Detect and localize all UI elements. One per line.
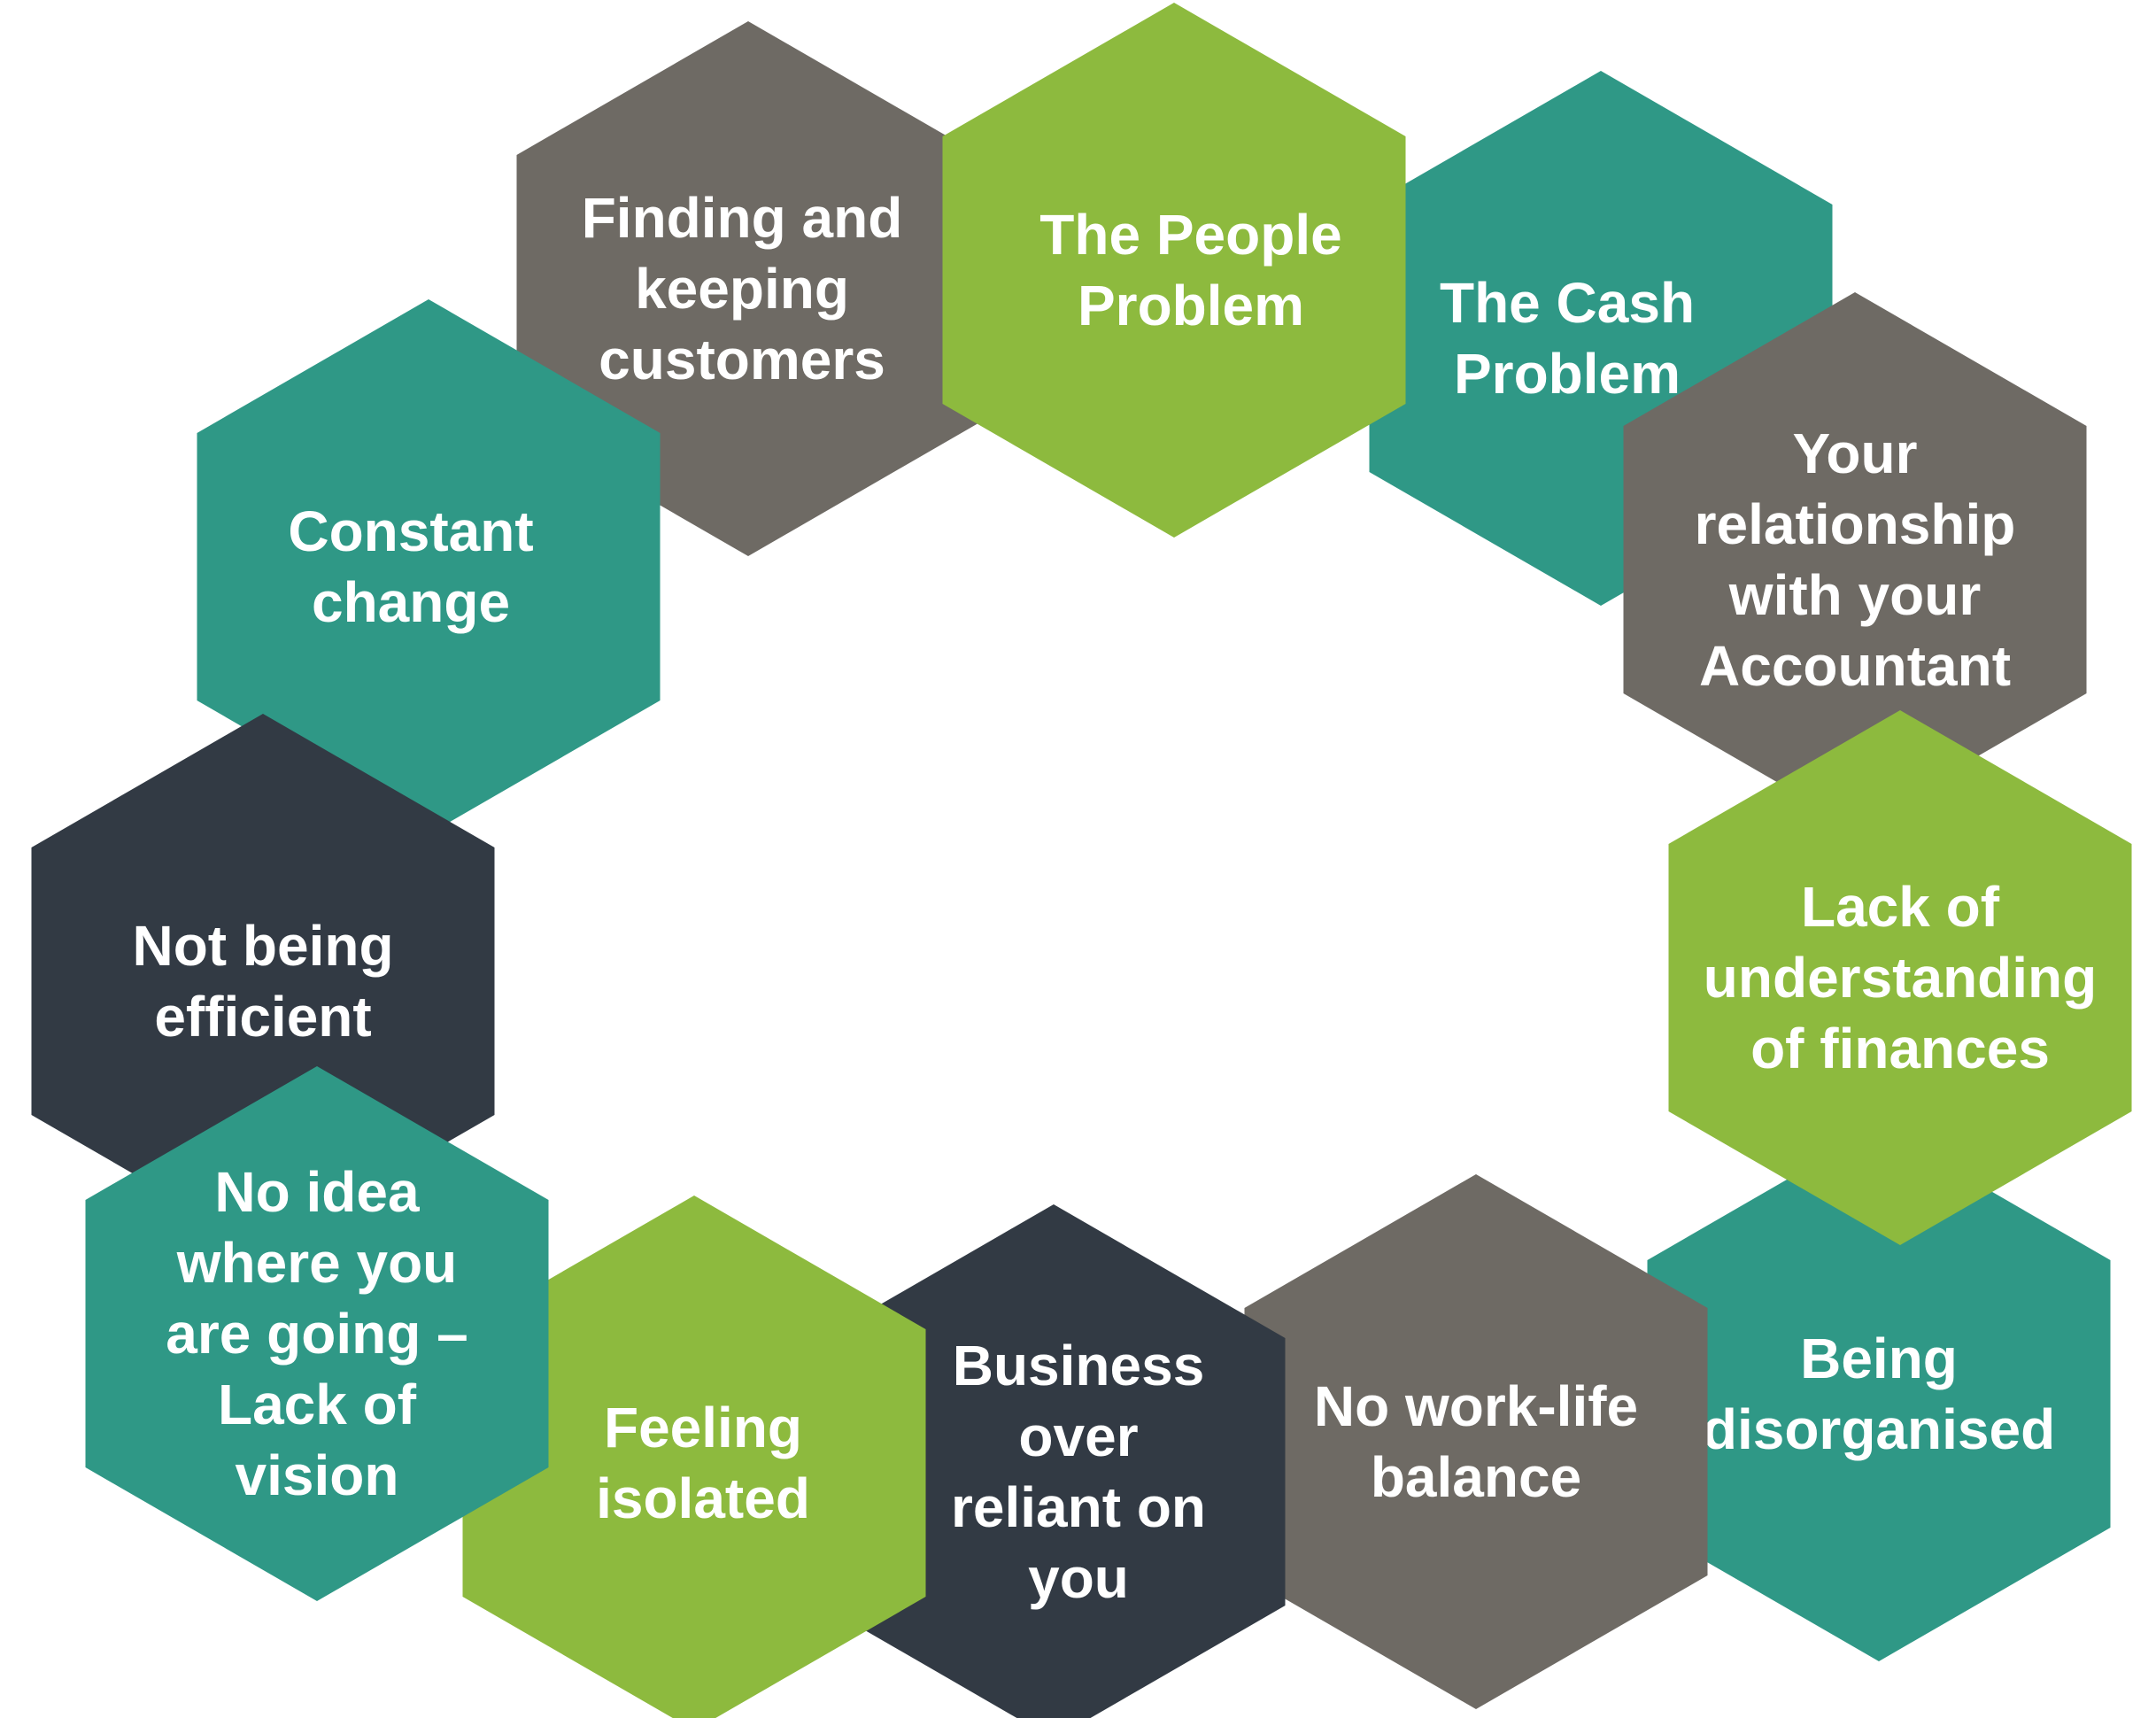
hexagon-label-line: you [1028, 1546, 1129, 1610]
hexagon-label-line: Problem [1454, 342, 1681, 406]
hexagon-label-line: Being [1800, 1327, 1958, 1390]
hexagon-shape [1244, 1174, 1708, 1709]
hexagon-label-line: Accountant [1699, 634, 2011, 698]
hexagon-finances: Lack of understanding of finances [1668, 710, 2132, 1245]
hexagon-label-line: customers [599, 328, 885, 391]
hexagon-label: Finding and keeping customers [582, 186, 903, 391]
hexagon-label: Constant change [288, 499, 533, 634]
hexagon-label-line: Not being [132, 914, 393, 978]
hexagon-label-line: where you [176, 1231, 458, 1295]
hexagon-shape [1647, 1126, 2111, 1661]
hexagon-constant-change: Constant change [197, 299, 661, 834]
hexagon-label-line: with your [1728, 563, 1981, 627]
hexagon-work-life: No work-life balance [1244, 1174, 1708, 1709]
hexagon-label: No idea where you are going – Lack of vision [166, 1160, 468, 1507]
hexagon-disorganised: Being disorganised [1647, 1126, 2111, 1661]
hexagon-label-line: Feeling [604, 1396, 802, 1459]
hexagon-label-line: reliant on [951, 1475, 1206, 1539]
hexagon-label-line: keeping [635, 257, 849, 321]
hexagon-shape [942, 3, 1406, 538]
hexagon-shape [822, 1204, 1286, 1718]
hexagon-label-line: change [312, 570, 510, 634]
hexagon-label-line: of finances [1750, 1017, 2050, 1080]
hexagon-label-line: No idea [214, 1160, 420, 1224]
hexagon-shape [85, 1066, 549, 1601]
hexagon-label-line: Constant [288, 499, 533, 563]
hexagon-label-line: Problem [1078, 274, 1304, 337]
hexagon-label: Feeling isolated [596, 1396, 810, 1530]
hexagon-label-line: No work-life [1314, 1374, 1638, 1438]
hexagon-label-line: efficient [154, 985, 371, 1049]
hexagon-over-reliant: Business over reliant on you [822, 1204, 1286, 1718]
hexagon-label-line: The Cash [1440, 271, 1695, 335]
hexagon-label-line: disorganised [1703, 1397, 2055, 1461]
hexagon-isolated: Feeling isolated [462, 1196, 926, 1718]
hexagon-label-line: Finding and [582, 186, 903, 250]
hexagon-shape [1668, 710, 2132, 1245]
hexagon-label-line: balance [1371, 1445, 1581, 1509]
hexagon-label-line: understanding [1704, 946, 2097, 1010]
hexagon-label: No work-life balance [1314, 1374, 1638, 1509]
hexagon-label-line: The People [1039, 203, 1341, 267]
hexagon-label-line: Lack of [218, 1373, 417, 1436]
hexagon-label-line: Business [953, 1334, 1205, 1397]
hexagon-label: Lack of understanding of finances [1704, 875, 2097, 1080]
hexagon-label-line: over [1018, 1405, 1138, 1468]
hexagon-label-line: Lack of [1801, 875, 2000, 939]
hexagon-label: Not being efficient [132, 914, 393, 1049]
hexagon-label-line: relationship [1695, 492, 2016, 556]
hexagon-shape [1623, 292, 2087, 827]
hexagon-label-line: isolated [596, 1466, 810, 1530]
hexagon-no-vision: No idea where you are going – Lack of vision [85, 1066, 549, 1601]
hexagon-label-line: vision [236, 1443, 399, 1507]
hexagon-shape [197, 299, 661, 834]
hexagon-label: Business over reliant on you [951, 1334, 1206, 1610]
hexagon-shape [462, 1196, 926, 1718]
hexagon-label-line: are going – [166, 1302, 468, 1366]
hexagon-label: Being disorganised [1703, 1327, 2055, 1461]
hexagon-label-line: Your [1792, 422, 1917, 485]
